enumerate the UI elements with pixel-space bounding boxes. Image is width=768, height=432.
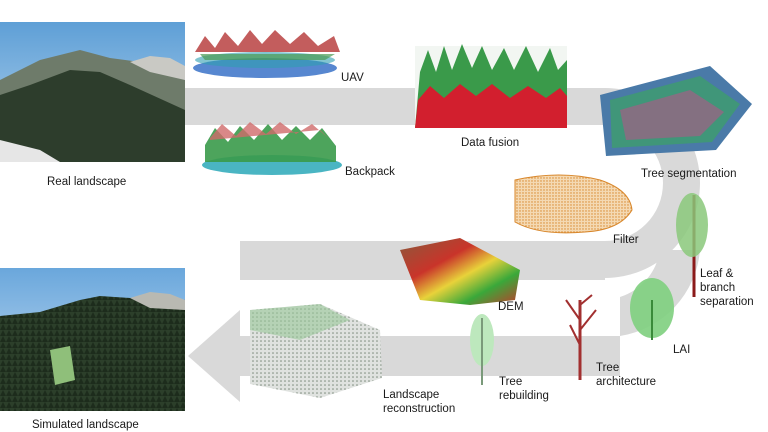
tree-architecture <box>565 294 597 380</box>
lai-tree <box>630 278 674 340</box>
tree-segmentation-point-cloud <box>600 66 752 156</box>
label-tree-rebuilding: Tree rebuilding <box>499 376 549 402</box>
uav-point-cloud <box>193 30 340 78</box>
filter-point-cloud <box>514 174 633 234</box>
label-real-landscape: Real landscape <box>47 176 127 188</box>
dem-surface <box>400 238 520 305</box>
data-fusion-point-cloud <box>415 44 567 128</box>
real-landscape-photo <box>0 22 185 162</box>
leaf-branch-tree <box>676 193 708 297</box>
label-backpack: Backpack <box>345 166 395 178</box>
label-filter: Filter <box>613 234 639 246</box>
label-landscape-reconstruction: Landscape reconstruction <box>383 389 456 415</box>
landscape-reconstruction <box>250 304 382 398</box>
label-simulated-landscape: Simulated landscape <box>32 419 139 431</box>
label-uav: UAV <box>341 72 364 84</box>
label-lai: LAI <box>673 344 691 356</box>
label-tree-segmentation: Tree segmentation <box>641 168 737 180</box>
label-dem: DEM <box>498 301 524 313</box>
tree-rebuilding <box>470 314 494 385</box>
backpack-point-cloud <box>202 122 342 175</box>
label-leaf-branch-separation: Leaf & branch separation <box>700 268 754 308</box>
simulated-landscape-photo <box>0 268 185 411</box>
label-data-fusion: Data fusion <box>461 137 520 149</box>
label-tree-architecture: Tree architecture <box>596 362 657 388</box>
